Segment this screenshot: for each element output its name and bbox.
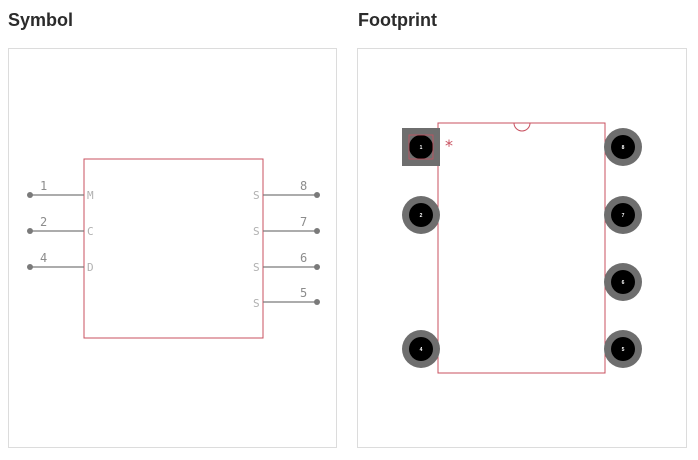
- footprint-title: Footprint: [358, 10, 437, 30]
- footprint-pad-right-1: 7: [604, 196, 642, 234]
- pad-outline: [408, 134, 434, 160]
- pad-core: [611, 135, 635, 159]
- footprint-pad-right-2: 6: [604, 263, 642, 301]
- pin-dot: [314, 264, 320, 270]
- pin-dot: [314, 228, 320, 234]
- pad-number: 2: [420, 213, 423, 219]
- pin-label: C: [87, 225, 94, 238]
- pad-number: 1: [420, 145, 423, 151]
- pad-core: [611, 337, 635, 361]
- pin1-marker: *: [445, 136, 453, 155]
- pin-number: 5: [300, 286, 307, 300]
- pad-core: [409, 337, 433, 361]
- pin-number: 7: [300, 215, 307, 229]
- pad-number: 4: [420, 347, 423, 353]
- symbol-body: [83, 158, 264, 339]
- pin-dot: [27, 192, 33, 198]
- footprint-pad-right-3: 5: [604, 330, 642, 368]
- pin-label: S: [253, 261, 260, 274]
- symbol-panel: 1 M 2 C 4 D 8 S 7 S: [8, 48, 337, 448]
- pad-number: 5: [622, 347, 625, 353]
- footprint-body: [437, 122, 606, 374]
- pin-dot: [314, 192, 320, 198]
- pin-label: S: [253, 189, 260, 202]
- footprint-pad-left-2: 4: [402, 330, 440, 368]
- pin-dot: [27, 264, 33, 270]
- symbol-pin-right-2: 6 S: [253, 251, 320, 274]
- symbol-title: Symbol: [8, 10, 74, 30]
- symbol-pin-left-2: 4 D: [27, 251, 94, 274]
- symbol-pin-left-0: 1 M: [27, 179, 94, 202]
- pin-number: 2: [40, 215, 47, 229]
- pin-number: 6: [300, 251, 307, 265]
- pin-label: M: [87, 189, 94, 202]
- footprint-pad-left-0: 1 *: [402, 128, 453, 166]
- symbol-pin-right-1: 7 S: [253, 215, 320, 238]
- pin-number: 4: [40, 251, 47, 265]
- symbol-pin-left-1: 2 C: [27, 215, 94, 238]
- footprint-diagram: 1 * 2 4 8 7 6: [402, 122, 642, 374]
- symbol-diagram: 1 M 2 C 4 D 8 S 7 S: [27, 158, 320, 339]
- footprint-pad-left-1: 2: [402, 196, 440, 234]
- pad-core: [409, 203, 433, 227]
- pin-number: 8: [300, 179, 307, 193]
- pin-label: S: [253, 297, 260, 310]
- footprint-pad-right-0: 8: [604, 128, 642, 166]
- pad-core: [409, 135, 433, 159]
- pin-dot: [27, 228, 33, 234]
- pin-number: 1: [40, 179, 47, 193]
- symbol-pin-right-3: 5 S: [253, 286, 320, 310]
- pad-core: [611, 203, 635, 227]
- pad-number: 7: [622, 213, 625, 219]
- symbol-pin-right-0: 8 S: [253, 179, 320, 202]
- pin-dot: [314, 299, 320, 305]
- pin-label: S: [253, 225, 260, 238]
- notch-mark: [513, 122, 531, 132]
- pad-number: 8: [622, 145, 625, 151]
- footprint-panel: 1 * 2 4 8 7 6: [357, 48, 687, 448]
- pad-number: 6: [622, 280, 625, 286]
- pad-core: [611, 270, 635, 294]
- pin-label: D: [87, 261, 94, 274]
